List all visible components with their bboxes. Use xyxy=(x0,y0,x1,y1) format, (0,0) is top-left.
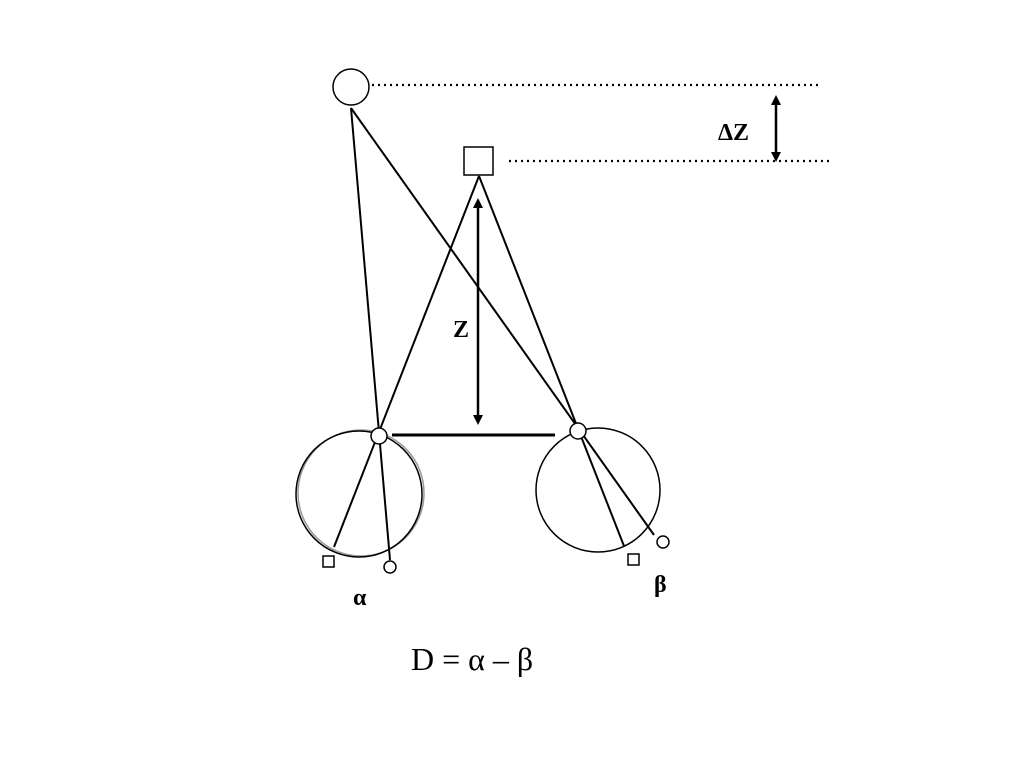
left-retina-circle-image xyxy=(383,560,397,574)
left-eye-shadow xyxy=(297,429,425,557)
right-eye-lens-node xyxy=(569,422,587,440)
left-eye xyxy=(295,430,423,558)
z-label: Z xyxy=(453,317,469,343)
alpha-label: α xyxy=(353,585,367,611)
right-eye xyxy=(535,427,661,553)
right-retina-square-image xyxy=(627,553,640,566)
near-object-sightline-left xyxy=(333,175,480,548)
delta-z-label: ΔZ xyxy=(718,120,749,146)
beta-label: β xyxy=(654,572,667,598)
far-object-circle xyxy=(332,68,370,106)
near-object-square xyxy=(463,146,494,176)
far-object-sightline-left xyxy=(350,107,391,561)
left-retina-square-image xyxy=(322,555,335,568)
far-object-sightline-right xyxy=(350,107,655,536)
disparity-formula: D = α – β xyxy=(411,641,533,677)
right-retina-circle-image xyxy=(656,535,670,549)
left-eye-lens-node xyxy=(370,427,388,445)
near-object-sightline-right xyxy=(478,175,625,547)
